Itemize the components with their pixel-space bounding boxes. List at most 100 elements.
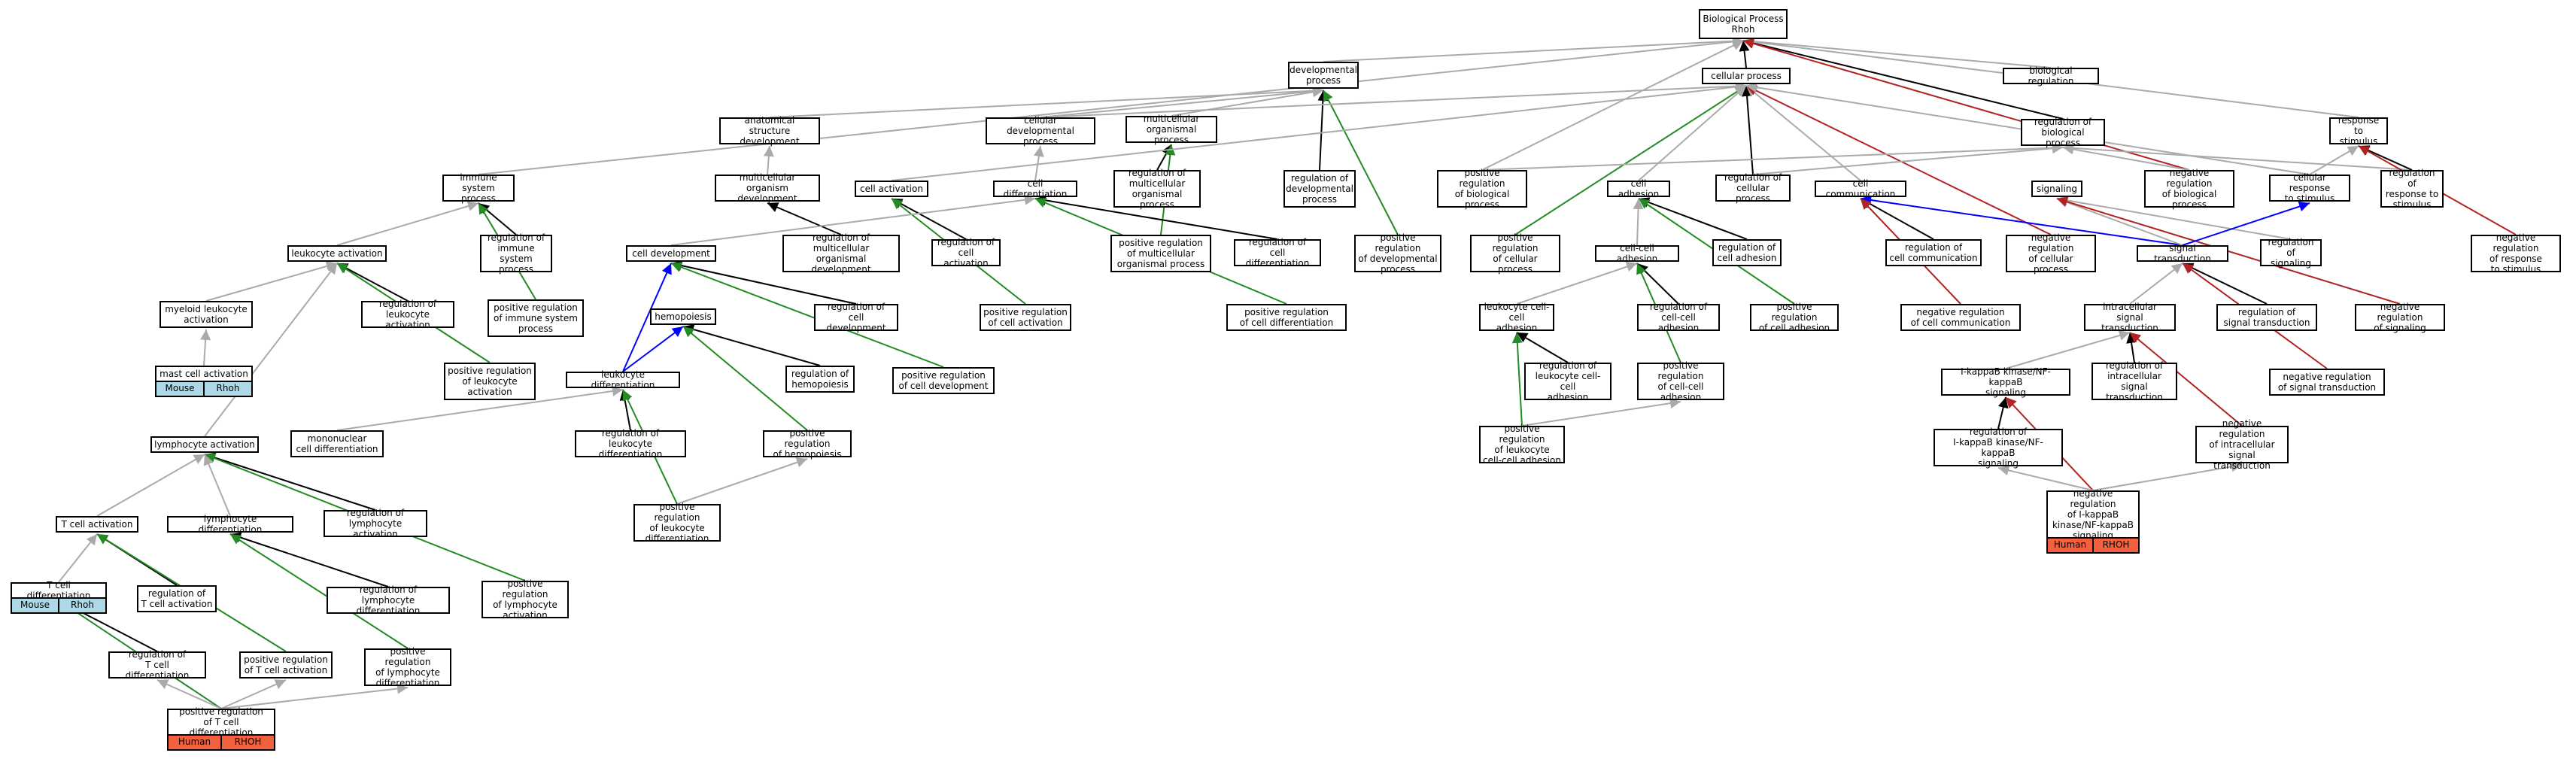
go-term-regcelldiff[interactable]: regulation of cell differentiation [1234,237,1321,269]
go-term-label: immune system process [460,172,497,204]
go-term-label: regulation of developmental process [1286,173,1353,205]
go-term-posregbio[interactable]: positive regulation of biological proces… [1437,168,1527,210]
go-term-posregcelldev[interactable]: positive regulation of cell development [892,367,995,394]
go-term-regcellproc[interactable]: regulation of cellular process [1715,172,1791,204]
species-tag-mouse[interactable]: Rhoh [58,599,105,612]
species-tag-mouse[interactable]: Rhoh [203,382,251,396]
go-term-label: positive regulation of T cell differenti… [179,706,263,738]
go-term-immune[interactable]: immune system process [442,172,515,204]
go-term-regleukcelladh[interactable]: regulation of leukocyte cell-cell adhesi… [1524,360,1612,402]
go-term-regsigtrans[interactable]: regulation of signal transduction [2216,304,2317,331]
go-term-posregimmune[interactable]: positive regulation of immune system pro… [488,299,584,337]
go-term-regmultiproc[interactable]: regulation of multicellular organismal p… [1113,168,1201,210]
go-term-lymphdiff[interactable]: lymphocyte differentiation [167,514,293,535]
go-term-cellcelladh[interactable]: cell-cell adhesion [1595,243,1679,264]
go-term-leukact[interactable]: leukocyte activation [287,245,387,262]
go-term-posregdev[interactable]: positive regulation of developmental pro… [1354,232,1441,275]
go-term-posregtcellact[interactable]: positive regulation of T cell activation [239,651,333,679]
go-term-posregleukact[interactable]: positive regulation of leukocyte activat… [444,363,536,400]
go-term-negregcell[interactable]: negative regulation of cellular process [2006,232,2096,275]
go-term-regtcellact[interactable]: regulation of T cell activation [137,585,217,612]
go-term-label: cell communication [1825,178,1896,199]
go-term-posregleukcelladh[interactable]: positive regulation of leukocyte cell-ce… [1479,424,1565,466]
go-term-multiproc[interactable]: multicellular organismal process [1125,114,1217,145]
go-term-regtcelldiff[interactable]: regulation of T cell differentiation [108,649,206,681]
go-term-multidev[interactable]: multicellular organism development [715,172,820,204]
go-term-posreglymphact[interactable]: positive regulation of lymphocyte activa… [481,578,569,621]
go-term-lymphact[interactable]: lymphocyte activation [150,436,259,453]
go-term-negregbio[interactable]: negative regulation of biological proces… [2144,168,2234,210]
go-term-negregresp[interactable]: negative regulation of response to stimu… [2471,232,2561,275]
go-term-regsig[interactable]: regulation of signaling [2260,237,2322,269]
go-term-regintrasig[interactable]: regulation of intracellular signal trans… [2091,360,2177,402]
go-term-posregcell[interactable]: positive regulation of cellular process [1470,232,1560,275]
go-term-mononuc[interactable]: mononuclear cell differentiation [290,430,384,457]
go-term-regikb[interactable]: regulation of I-kappaB kinase/NF-kappaB … [1934,427,2063,469]
go-term-devproc[interactable]: developmental process [1288,62,1359,89]
go-term-mastcell[interactable]: mast cell activation [155,366,253,382]
go-term-celldevproc[interactable]: cellular developmental process [986,115,1095,147]
go-term-regdev[interactable]: regulation of developmental process [1283,170,1356,208]
go-term-anatdev[interactable]: anatomical structure development [719,115,820,147]
go-term-posregtcelldiff[interactable]: positive regulation of T cell differenti… [167,706,275,738]
go-term-posregmulti[interactable]: positive regulation of multicellular org… [1110,235,1211,272]
go-term-signaling[interactable]: signaling [2031,181,2082,197]
go-term-label: signal transduction [2154,243,2211,264]
go-term-bp[interactable]: Biological Process Rhoh [1699,9,1788,39]
go-term-posregcellact[interactable]: positive regulation of cell activation [980,304,1071,331]
go-term-regcellact[interactable]: regulation of cell activation [931,237,1001,269]
go-term-label: regulation of leukocyte cell-cell adhesi… [1535,360,1601,402]
go-term-intrasig[interactable]: intracellular signal transduction [2084,302,2176,333]
go-term-sigtrans[interactable]: signal transduction [2137,243,2228,264]
go-term-celldev[interactable]: cell development [626,245,716,262]
edge-posreghemo-to-hemopoiesis [682,326,808,431]
go-term-posreglymphdiff[interactable]: positive regulation of lymphocyte differ… [364,646,451,688]
go-term-cellproc[interactable]: cellular process [1702,68,1791,84]
go-term-negregintrasig[interactable]: negative regulation of intracellular sig… [2195,418,2289,471]
go-term-reglymphdiff[interactable]: regulation of lymphocyte differentiation [327,584,450,616]
go-term-regbio[interactable]: regulation of biological process [2021,117,2105,148]
edge-regcellproc-to-cellproc [1742,85,1754,175]
go-term-regmultidev[interactable]: regulation of multicellular organismal d… [782,232,900,275]
go-term-leukcelladh[interactable]: leukocyte cell-cell adhesion [1479,302,1554,333]
go-term-cellresp[interactable]: cellular response to stimulus [2269,172,2350,204]
species-tag-mouse[interactable]: Mouse [12,599,58,612]
species-tag-human[interactable]: RHOH [220,736,274,749]
go-term-negregikb[interactable]: negative regulation of I-kappaB kinase/N… [2046,488,2140,541]
go-term-posregcelldiff[interactable]: positive regulation of cell differentiat… [1226,304,1347,331]
go-term-tcelldiff[interactable]: T cell differentiation [11,580,107,601]
go-term-tcellact[interactable]: T cell activation [56,516,138,533]
go-term-posregceladh[interactable]: positive regulation of cell adhesion [1750,302,1839,333]
go-term-regresp[interactable]: regulation of response to stimulus [2380,168,2444,210]
go-term-regcellcomm[interactable]: regulation of cell communication [1885,239,1982,266]
go-term-negregsig[interactable]: negative regulation of signaling [2355,302,2445,333]
go-term-regimmune[interactable]: regulation of immune system process [480,232,552,275]
go-term-posregleukdiff[interactable]: positive regulation of leukocyte differe… [633,502,721,544]
go-term-regceladh[interactable]: regulation of cell adhesion [1712,239,1782,266]
go-term-regcellcelladh[interactable]: regulation of cell-cell adhesion [1637,302,1720,333]
go-term-biolreg[interactable]: biological regulation [2003,65,2099,87]
go-term-respstim[interactable]: response to stimulus [2329,115,2388,147]
edge-intrasig-to-sigtrans [2129,263,2183,305]
go-term-regleukdiff[interactable]: regulation of leukocyte differentiation [575,428,686,460]
go-term-celladh[interactable]: cell adhesion [1607,178,1670,199]
go-term-posregcellcelladh[interactable]: positive regulation of cell-cell adhesio… [1637,360,1724,402]
species-tag-human[interactable]: RHOH [2092,539,2138,552]
go-term-regcelldev[interactable]: regulation of cell development [814,302,898,333]
go-term-regleukact[interactable]: regulation of leukocyte activation [361,299,454,330]
species-tag-human[interactable]: Human [2048,539,2092,552]
go-term-cellcomm[interactable]: cell communication [1815,178,1906,199]
go-term-negregcellcomm[interactable]: negative regulation of cell communicatio… [1900,304,2021,331]
go-term-myeloid[interactable]: myeloid leukocyte activation [159,301,253,328]
go-term-cellact[interactable]: cell activation [855,181,928,197]
go-term-posreghemo[interactable]: positive regulation of hemopoiesis [763,428,852,460]
go-term-ikb[interactable]: I-kappaB kinase/NF-kappaB signaling [1941,366,2070,398]
species-tag-mouse[interactable]: Mouse [156,382,203,396]
go-term-leukdiff[interactable]: leukocyte differentiation [566,369,680,390]
go-term-negregsigtrans[interactable]: negative regulation of signal transducti… [2269,369,2385,396]
species-tag-human[interactable]: Human [169,736,220,749]
go-term-hemopoiesis[interactable]: hemopoiesis [650,308,716,325]
go-term-reghemo[interactable]: regulation of hemopoiesis [785,366,855,393]
go-term-reglymphact[interactable]: regulation of lymphocyte activation [324,508,427,539]
go-term-celldiff[interactable]: cell differentiation [993,178,1077,199]
